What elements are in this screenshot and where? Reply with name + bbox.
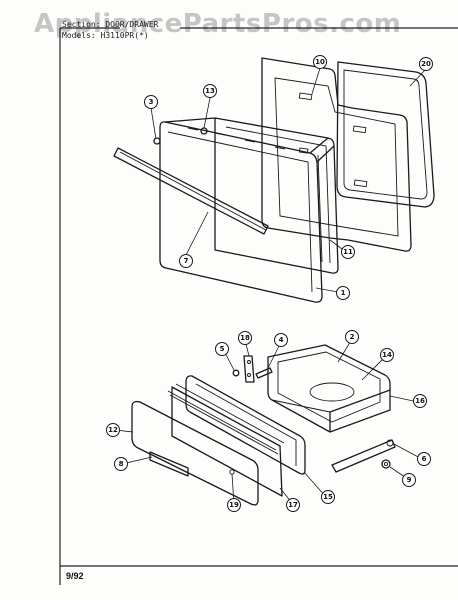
- svg-text:7: 7: [184, 257, 189, 265]
- svg-text:11: 11: [343, 248, 353, 256]
- watermark-text: AppliancePartsPros.com: [34, 9, 402, 39]
- svg-text:16: 16: [415, 397, 425, 405]
- svg-text:4: 4: [279, 336, 284, 344]
- callout-10: 10: [313, 55, 327, 69]
- svg-text:5: 5: [220, 345, 225, 353]
- drawer-front-panel: [131, 400, 259, 506]
- callout-4: 4: [274, 333, 288, 347]
- drawer-slide-rail: [331, 439, 396, 473]
- page-frame: [59, 27, 458, 585]
- callout-16: 16: [413, 394, 427, 408]
- svg-text:3: 3: [149, 98, 154, 106]
- svg-text:10: 10: [315, 58, 325, 66]
- svg-text:19: 19: [229, 501, 239, 509]
- callout-20: 20: [419, 57, 433, 71]
- drawer-roller: [381, 459, 391, 469]
- callout-13: 13: [203, 84, 217, 98]
- leader-lines: [114, 67, 426, 506]
- section-header: Section: DOOR/DRAWER: [62, 20, 159, 29]
- callout-7: 7: [179, 254, 193, 268]
- svg-text:17: 17: [288, 501, 298, 509]
- callout-6: 6: [417, 452, 431, 466]
- callout-9: 9: [402, 473, 416, 487]
- svg-text:8: 8: [119, 460, 124, 468]
- svg-text:2: 2: [350, 333, 355, 341]
- drawer-bracket: [243, 355, 273, 383]
- svg-text:18: 18: [240, 334, 250, 342]
- callout-11: 11: [341, 245, 355, 259]
- inner-door-panel: [261, 57, 412, 252]
- revision-date: 9/92: [66, 571, 84, 581]
- outer-door-panel: [159, 117, 335, 303]
- door-liner: [214, 117, 339, 274]
- callout-5: 5: [215, 342, 229, 356]
- door-gasket: [336, 61, 435, 208]
- svg-text:1: 1: [341, 289, 346, 297]
- callout-3: 3: [144, 95, 158, 109]
- svg-text:13: 13: [205, 87, 215, 95]
- svg-text:9: 9: [407, 476, 412, 484]
- callout-8: 8: [114, 457, 128, 471]
- door-screws: [153, 127, 208, 145]
- callout-18: 18: [238, 331, 252, 345]
- svg-text:20: 20: [421, 60, 431, 68]
- drawer-body: [267, 344, 391, 433]
- callout-1: 1: [336, 286, 350, 300]
- callout-19: 19: [227, 498, 241, 512]
- callout-12: 12: [106, 423, 120, 437]
- drawer-front-frame: [185, 375, 306, 475]
- callout-15: 15: [321, 490, 335, 504]
- svg-text:12: 12: [108, 426, 118, 434]
- models-header: Models: H3110PR(*): [62, 31, 149, 40]
- door-handle: [113, 147, 269, 235]
- svg-text:14: 14: [382, 351, 392, 359]
- callout-2: 2: [345, 330, 359, 344]
- drawer-screw: [232, 369, 240, 377]
- svg-text:15: 15: [323, 493, 333, 501]
- callout-17: 17: [286, 498, 300, 512]
- callout-14: 14: [380, 348, 394, 362]
- svg-text:6: 6: [422, 455, 427, 463]
- drawer-insulation-pad: [167, 383, 285, 497]
